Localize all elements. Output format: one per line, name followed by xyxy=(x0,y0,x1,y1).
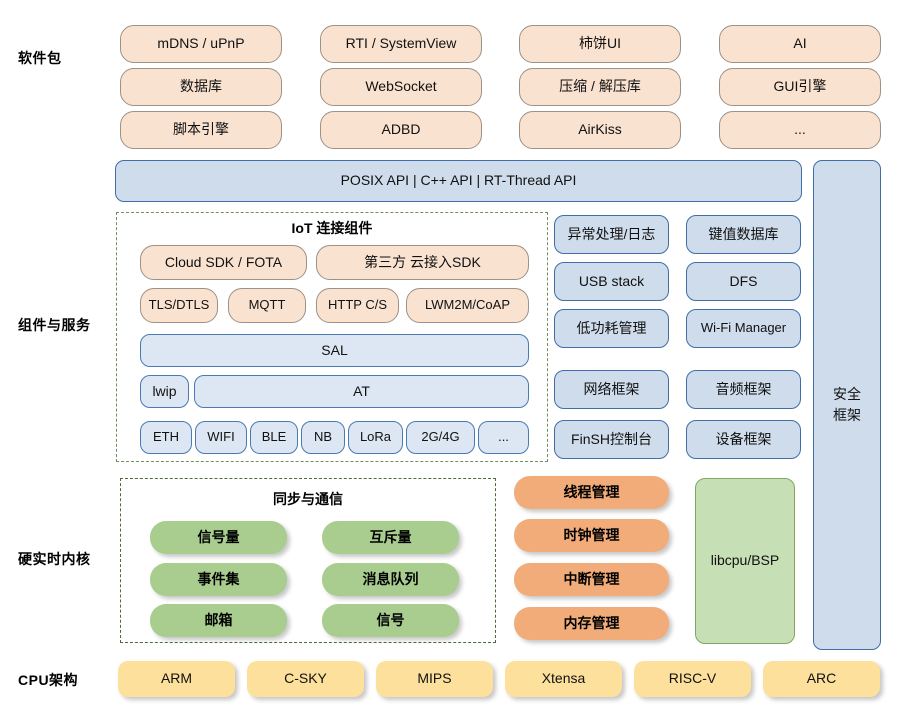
iot-lwip-box[interactable]: lwip xyxy=(140,375,189,408)
package-box[interactable]: RTI / SystemView xyxy=(320,25,482,63)
cpu-arch-box[interactable]: ARM xyxy=(118,661,235,697)
iot-protocol-box[interactable]: TLS/DTLS xyxy=(140,288,218,323)
sync-primitive-box[interactable]: 互斥量 xyxy=(322,521,459,554)
libcpu-bsp-box[interactable]: libcpu/BSP xyxy=(695,478,795,644)
row-label-software-packages: 软件包 xyxy=(18,50,62,66)
service-box[interactable]: 低功耗管理 xyxy=(554,309,669,348)
service-box[interactable]: USB stack xyxy=(554,262,669,301)
cpu-arch-box[interactable]: ARC xyxy=(763,661,880,697)
package-box[interactable]: ADBD xyxy=(320,111,482,149)
iot-protocol-box[interactable]: HTTP C/S xyxy=(316,288,399,323)
iot-thirdparty-cloud-box[interactable]: 第三方 云接入SDK xyxy=(316,245,529,280)
package-box[interactable]: 数据库 xyxy=(120,68,282,106)
row-label-components-services: 组件与服务 xyxy=(18,317,91,333)
package-box[interactable]: 脚本引擎 xyxy=(120,111,282,149)
sync-primitive-box[interactable]: 事件集 xyxy=(150,563,287,596)
cpu-arch-box[interactable]: Xtensa xyxy=(505,661,622,697)
iot-link-box[interactable]: BLE xyxy=(250,421,298,454)
service-box[interactable]: 网络框架 xyxy=(554,370,669,409)
iot-link-box[interactable]: 2G/4G xyxy=(406,421,475,454)
iot-sal-box[interactable]: SAL xyxy=(140,334,529,367)
iot-protocol-box[interactable]: LWM2M/CoAP xyxy=(406,288,529,323)
service-box[interactable]: Wi-Fi Manager xyxy=(686,309,801,348)
iot-cloud-sdk-box[interactable]: Cloud SDK / FOTA xyxy=(140,245,307,280)
cpu-arch-box[interactable]: RISC-V xyxy=(634,661,751,697)
package-box[interactable]: AirKiss xyxy=(519,111,681,149)
row-label-cpu-architecture: CPU架构 xyxy=(18,672,79,688)
sync-primitive-box[interactable]: 信号量 xyxy=(150,521,287,554)
sync-group-frame xyxy=(120,478,496,643)
package-box[interactable]: WebSocket xyxy=(320,68,482,106)
sync-primitive-box[interactable]: 邮箱 xyxy=(150,604,287,637)
package-box[interactable]: 压缩 / 解压库 xyxy=(519,68,681,106)
package-box[interactable]: 柿饼UI xyxy=(519,25,681,63)
service-box[interactable]: DFS xyxy=(686,262,801,301)
service-box[interactable]: 键值数据库 xyxy=(686,215,801,254)
iot-link-box[interactable]: ETH xyxy=(140,421,192,454)
iot-link-box[interactable]: ... xyxy=(478,421,529,454)
api-layer-bar[interactable]: POSIX API | C++ API | RT-Thread API xyxy=(115,160,802,202)
iot-at-box[interactable]: AT xyxy=(194,375,529,408)
row-label-hard-realtime-kernel: 硬实时内核 xyxy=(18,551,91,567)
service-box[interactable]: 音频框架 xyxy=(686,370,801,409)
package-box[interactable]: AI xyxy=(719,25,881,63)
kernel-manager-box[interactable]: 时钟管理 xyxy=(514,519,669,552)
iot-link-box[interactable]: NB xyxy=(301,421,345,454)
iot-group-title: IoT 连接组件 xyxy=(291,220,373,236)
iot-protocol-box[interactable]: MQTT xyxy=(228,288,306,323)
kernel-manager-box[interactable]: 中断管理 xyxy=(514,563,669,596)
iot-group-frame xyxy=(116,212,548,462)
service-box[interactable]: FinSH控制台 xyxy=(554,420,669,459)
service-box[interactable]: 异常处理/日志 xyxy=(554,215,669,254)
sync-primitive-box[interactable]: 消息队列 xyxy=(322,563,459,596)
iot-link-box[interactable]: WIFI xyxy=(195,421,247,454)
security-framework-line1: 安全 xyxy=(833,386,861,402)
kernel-manager-box[interactable]: 线程管理 xyxy=(514,476,669,509)
package-box[interactable]: GUI引擎 xyxy=(719,68,881,106)
service-box[interactable]: 设备框架 xyxy=(686,420,801,459)
package-box[interactable]: ... xyxy=(719,111,881,149)
iot-link-box[interactable]: LoRa xyxy=(348,421,403,454)
package-box[interactable]: mDNS / uPnP xyxy=(120,25,282,63)
kernel-manager-box[interactable]: 内存管理 xyxy=(514,607,669,640)
security-framework-line2: 框架 xyxy=(833,407,861,423)
security-framework-column[interactable]: 安全 框架 xyxy=(813,160,881,650)
cpu-arch-box[interactable]: MIPS xyxy=(376,661,493,697)
cpu-arch-box[interactable]: C-SKY xyxy=(247,661,364,697)
sync-primitive-box[interactable]: 信号 xyxy=(322,604,459,637)
sync-group-title: 同步与通信 xyxy=(273,491,343,507)
